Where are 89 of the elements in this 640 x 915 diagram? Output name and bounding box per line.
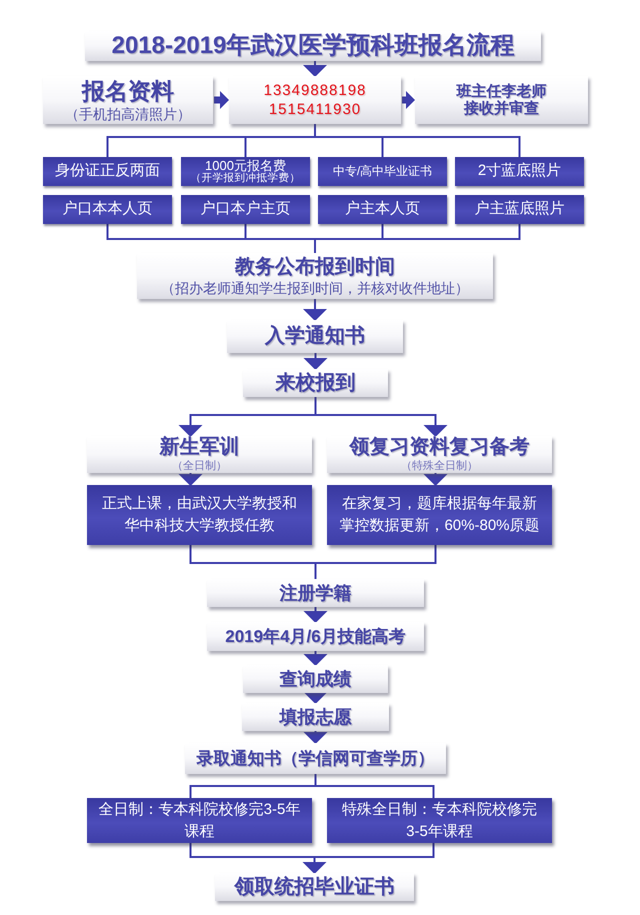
step-box xyxy=(227,320,403,353)
note-text: （全日制） xyxy=(172,460,227,473)
arrow xyxy=(304,353,328,370)
arrow xyxy=(302,857,326,874)
connector-line xyxy=(315,136,520,157)
block-arrow xyxy=(402,91,415,109)
document-label: 中专/高中毕业证书 xyxy=(332,164,432,178)
step-label: 报名资料 xyxy=(82,78,174,105)
arrow xyxy=(304,731,328,744)
step-label: 教务公布报到时间 xyxy=(235,256,395,279)
step-box xyxy=(43,76,213,124)
title-banner xyxy=(85,31,541,61)
step-box xyxy=(415,76,588,124)
document-tile xyxy=(318,157,447,186)
step-label: 注册学籍 xyxy=(280,582,352,604)
step-label: 2019年4月/6月技能高考 xyxy=(225,626,406,646)
step-label: 查询成绩 xyxy=(280,668,352,690)
description-panel xyxy=(327,485,552,545)
phone-number: 1515411930 xyxy=(268,100,362,120)
contact-box xyxy=(229,76,401,124)
arrow xyxy=(316,414,448,437)
connector-line xyxy=(190,785,316,798)
document-label: 户主蓝底照片 xyxy=(474,201,564,218)
document-tile xyxy=(318,195,447,224)
step-label: 班主任李老师接收并审查 xyxy=(455,82,548,118)
arrow xyxy=(304,607,328,623)
description-text: 特殊全日制：专本科院校修完3-5年课程 xyxy=(341,800,538,842)
step-box xyxy=(243,369,388,397)
connector-line xyxy=(316,545,436,564)
note-text: （特殊全日制） xyxy=(401,460,478,473)
arrow xyxy=(303,299,327,321)
document-label: 户主本人页 xyxy=(345,201,420,218)
arrow xyxy=(424,473,448,486)
document-label: 2寸蓝底照片 xyxy=(478,163,562,180)
step-box xyxy=(243,665,388,693)
connector-line xyxy=(314,124,316,137)
step-box xyxy=(207,579,424,607)
document-tile xyxy=(455,195,584,224)
arrow xyxy=(304,692,328,704)
step-box xyxy=(137,253,493,299)
document-tile xyxy=(43,157,172,186)
note-text: （开学报到冲抵学费） xyxy=(190,172,300,184)
connector-line xyxy=(244,136,315,157)
step-label: 入学通知书 xyxy=(265,325,365,348)
step-box xyxy=(242,703,389,731)
connector-line xyxy=(190,545,316,564)
phone-number: 13349888198 xyxy=(264,80,366,100)
step-box xyxy=(215,873,414,901)
document-label: 户口本本人页 xyxy=(62,201,152,218)
connector-line xyxy=(314,239,316,253)
note-text: （手机拍高清照片） xyxy=(65,106,191,122)
arrow xyxy=(304,651,328,666)
connector-line xyxy=(244,224,315,240)
step-label: 新生军训 xyxy=(160,436,240,460)
step-box xyxy=(327,436,552,473)
document-label: 1000元报名费 xyxy=(205,158,286,173)
description-text: 全日制：专本科院校修完3-5年课程 xyxy=(98,800,302,842)
step-label: 领复习资料复习备考 xyxy=(350,436,530,460)
description-panel xyxy=(87,798,312,843)
step-box xyxy=(87,436,312,473)
document-tile xyxy=(181,157,310,186)
step-box xyxy=(185,743,446,774)
connector-line xyxy=(314,843,434,858)
arrow xyxy=(303,61,327,77)
step-label: 领取统招毕业证书 xyxy=(234,876,394,898)
note-text: （招办老师通知学生报到时间，并核对收件地址） xyxy=(161,280,469,296)
document-label: 户口本户主页 xyxy=(200,201,290,218)
description-panel xyxy=(87,485,312,545)
description-text: 在家复习，题库根据每年最新掌控数据更新，60%-80%原题 xyxy=(338,494,541,536)
document-tile xyxy=(43,195,172,224)
description-text: 正式上课，由武汉大学教授和华中科技大学教授任教 xyxy=(101,494,298,536)
arrow xyxy=(178,473,202,486)
title-text: 2018-2019年武汉医学预科班报名流程 xyxy=(112,32,514,60)
step-label: 来校报到 xyxy=(276,372,356,394)
connector-line xyxy=(316,785,434,798)
document-tile xyxy=(181,195,310,224)
block-arrow xyxy=(214,91,229,109)
connector-line xyxy=(315,224,520,240)
step-label: 填报志愿 xyxy=(280,706,352,728)
step-label: 录取通知书（学信网可查学历） xyxy=(196,748,434,768)
connector-line xyxy=(314,397,316,415)
description-panel xyxy=(327,798,552,843)
document-label: 身份证正反两面 xyxy=(55,163,160,180)
connector-line xyxy=(314,563,316,579)
connector-line xyxy=(314,774,316,786)
step-box xyxy=(207,622,424,651)
arrow xyxy=(178,414,316,437)
document-tile xyxy=(455,157,584,186)
connector-line xyxy=(190,843,314,858)
